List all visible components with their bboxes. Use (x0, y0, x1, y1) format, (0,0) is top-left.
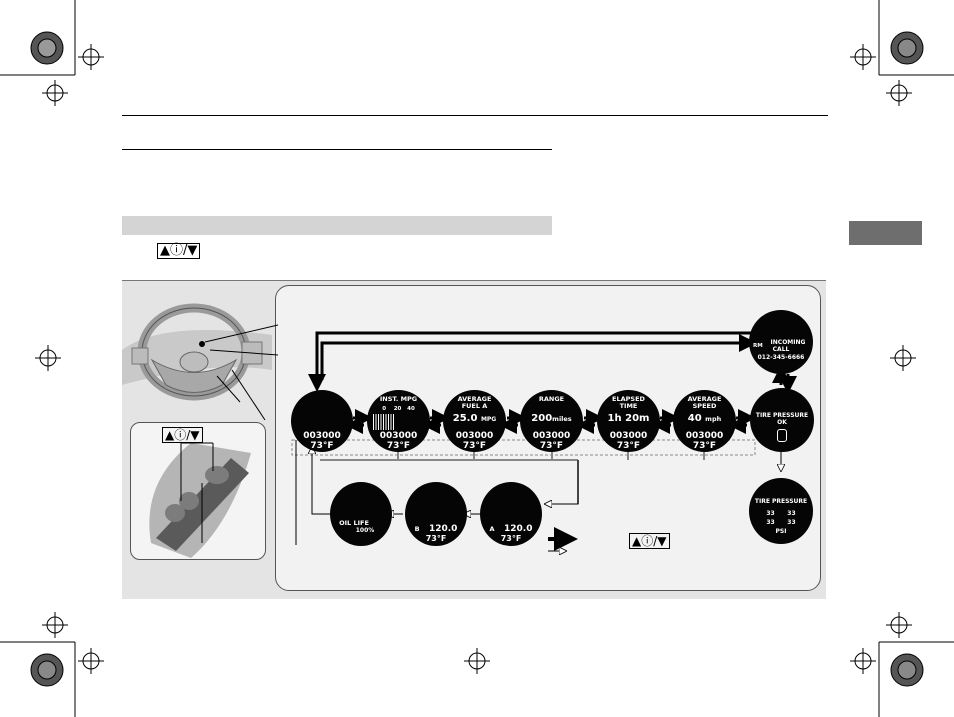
display-inst-mpg: INST. MPG 0 20 40 (367, 390, 430, 452)
display-average-fuel: AVERAGE FUEL A 25.0 MPG (443, 390, 506, 452)
section-rule (122, 149, 552, 150)
display-elapsed-time: ELAPSED TIME 1h 20m (597, 390, 660, 452)
display-trip-b: B 120.0 73°F (405, 482, 467, 546)
steering-wheel-illustration (122, 290, 272, 420)
chapter-tab[interactable] (849, 221, 922, 245)
steering-button-closeup (130, 422, 266, 560)
display-tire-pressure-ok: TIRE PRESSURE OK (750, 388, 814, 452)
top-rule (122, 115, 828, 116)
section-header-bar (122, 216, 552, 235)
display-odometer (291, 390, 353, 452)
display-trip-a: A 120.0 73°F (480, 482, 542, 546)
display-incoming-call: RM INCOMING CALL 012-345-6666 (749, 310, 813, 374)
closeup-button-label: ▲ⓘ/▼ (162, 426, 203, 443)
legend-button-symbols: ▲ⓘ/▼ (629, 532, 670, 549)
display-range: RANGE 200miles (520, 390, 583, 452)
display-oil-life: OIL LIFE 100% (330, 482, 392, 546)
display-tire-pressure-psi: TIRE PRESSURE 33 33 33 33 PSI (749, 478, 813, 544)
display-average-speed: AVERAGE SPEED 40 mph (673, 390, 736, 452)
button-instruction: ▲ⓘ/▼ (157, 243, 201, 259)
